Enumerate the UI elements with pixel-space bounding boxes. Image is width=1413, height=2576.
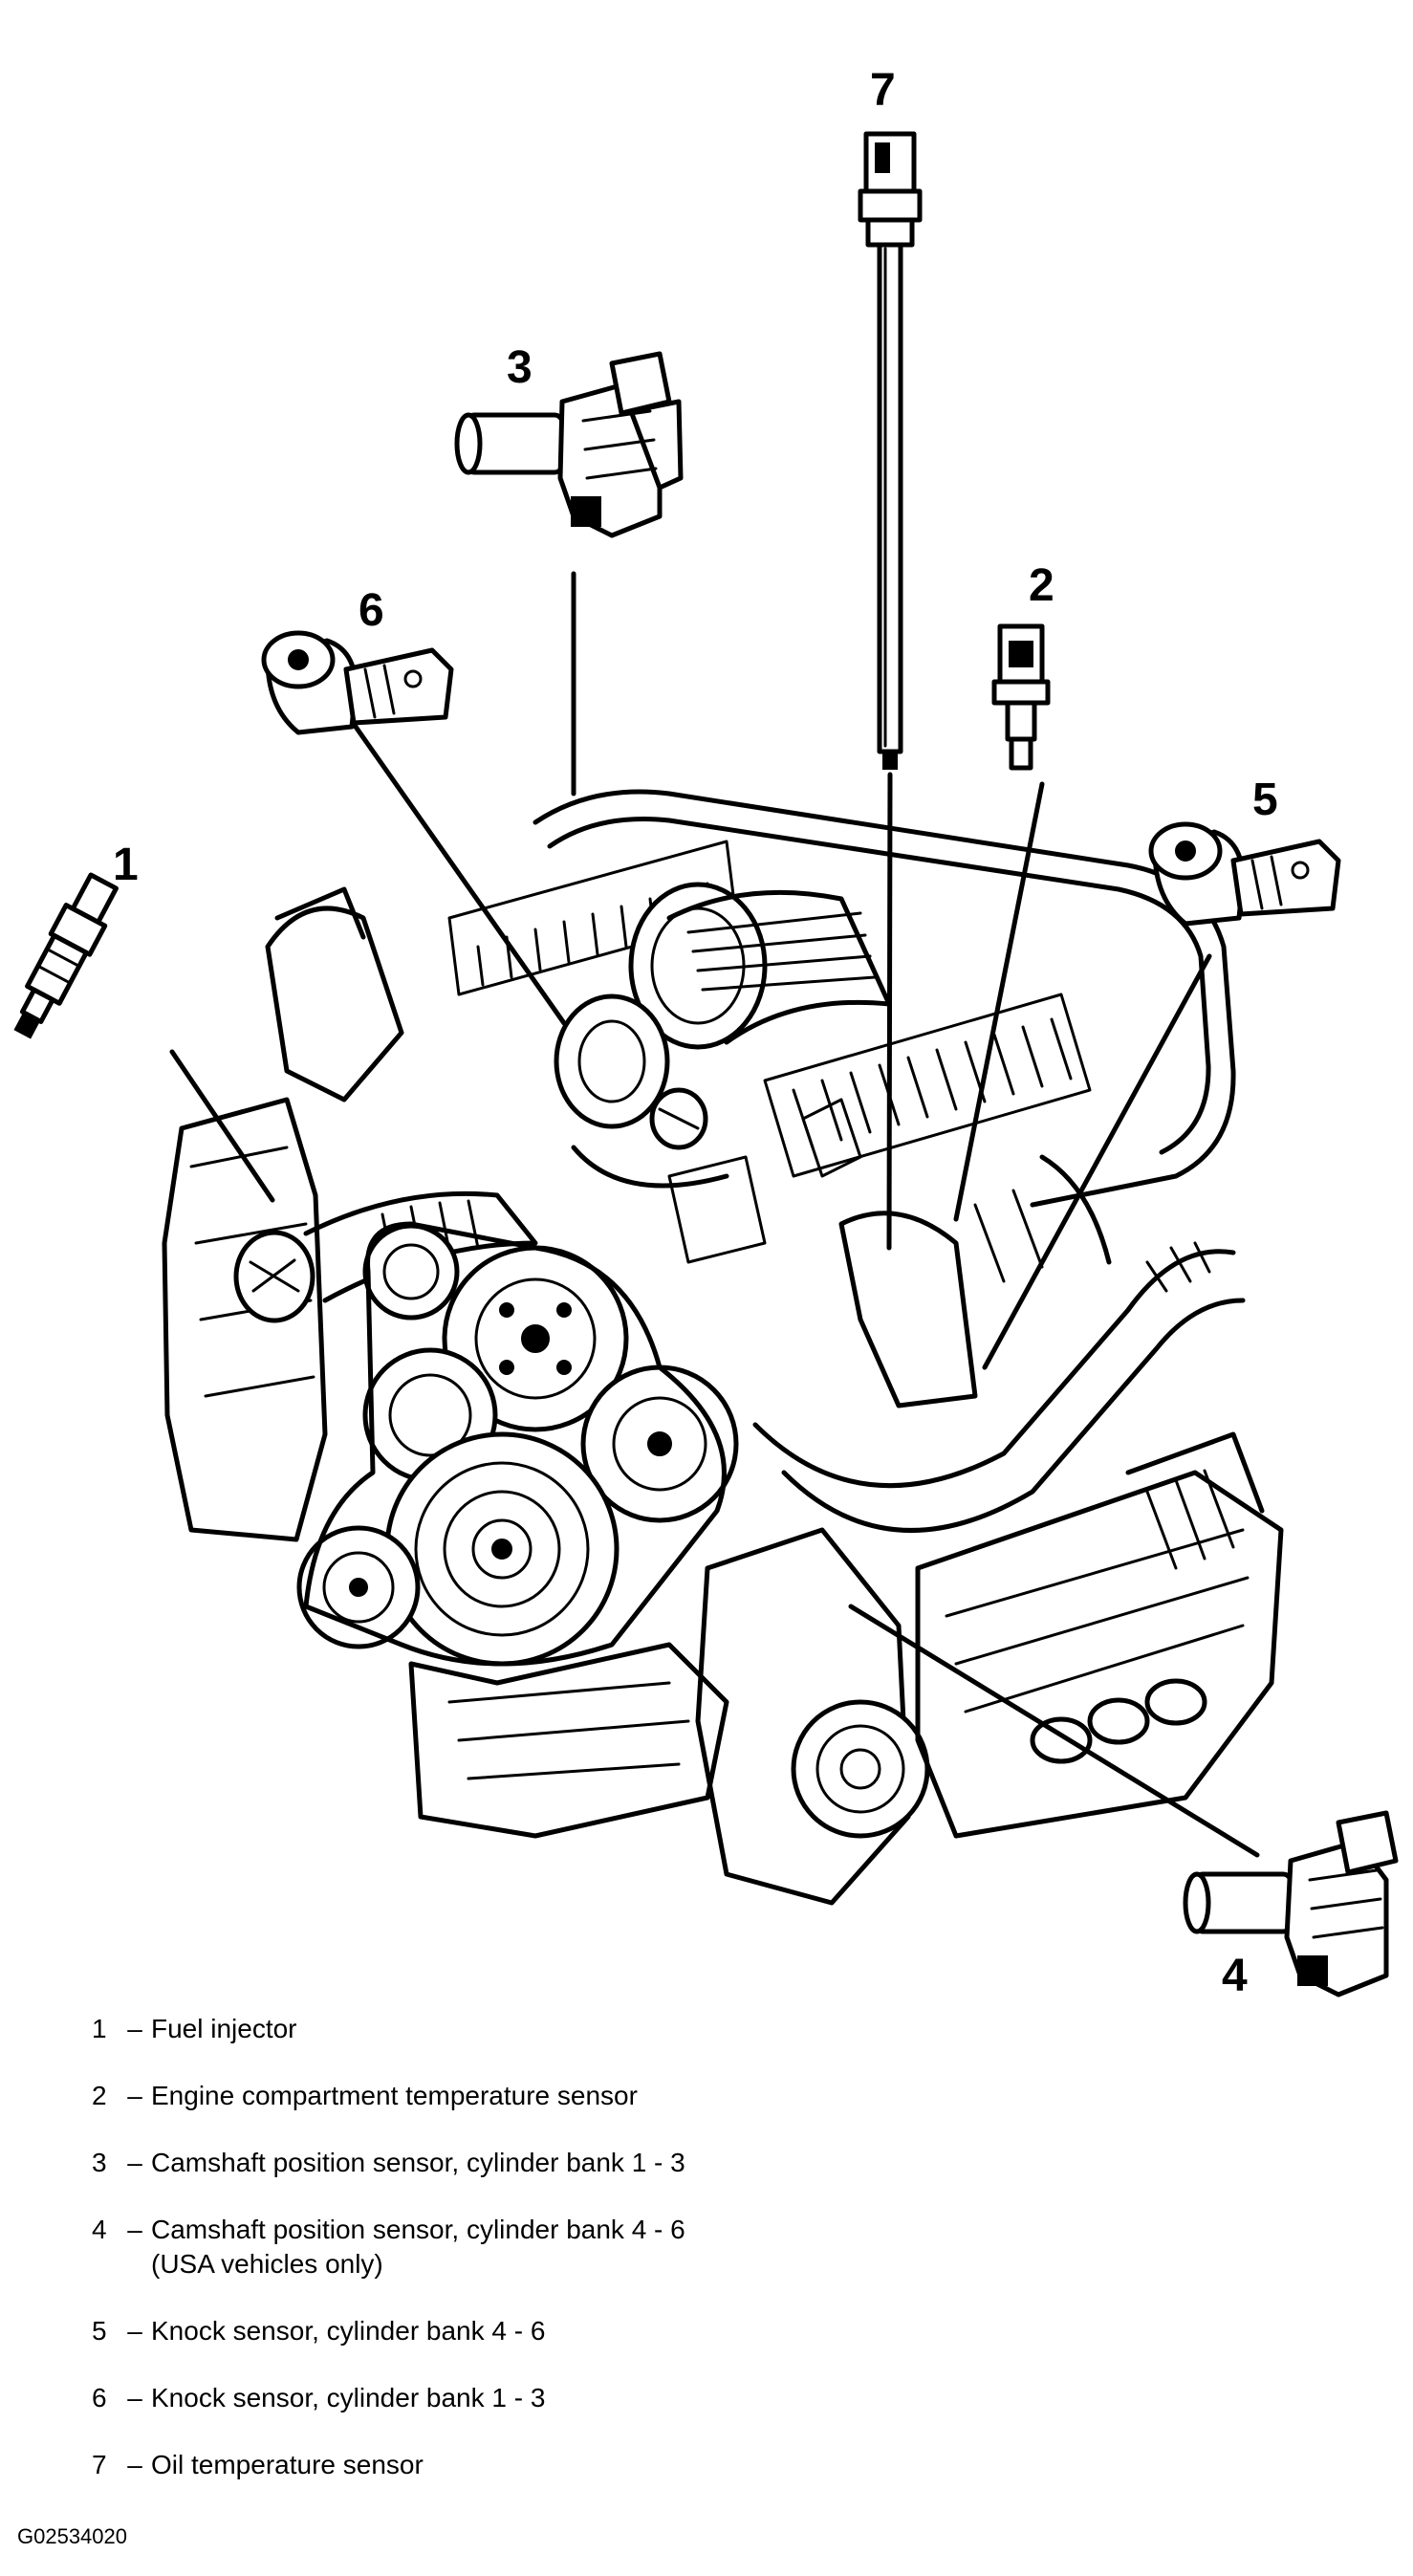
- legend-label: Knock sensor, cylinder bank 1 - 3: [151, 2383, 546, 2412]
- leader-2: [953, 781, 1045, 1222]
- callout-number-7: 7: [870, 65, 896, 116]
- legend-item-1: 1 – Fuel injector: [92, 2012, 685, 2046]
- engine-center-detail: [571, 1087, 1112, 1408]
- legend-number: 4: [92, 2215, 107, 2244]
- legend-dash: –: [127, 2450, 142, 2479]
- knock-sensor-4-6-drawing: [1148, 821, 1341, 927]
- leader-5: [982, 953, 1212, 1370]
- intake-tubes: [554, 882, 892, 1129]
- callout-number-3: 3: [507, 342, 533, 393]
- legend-dash: –: [127, 2383, 142, 2412]
- knock-sensor-1-3-drawing: [261, 630, 454, 735]
- legend-dash: –: [127, 2081, 142, 2110]
- leader-lines: [169, 571, 1260, 1858]
- camshaft-sensor-4-6-drawing: [1183, 1810, 1399, 1997]
- legend-label: Engine compartment temperature sensor: [151, 2081, 638, 2110]
- legend-label: Fuel injector: [151, 2014, 297, 2043]
- legend-label: Camshaft position sensor, cylinder bank …: [151, 2215, 685, 2279]
- leader-4: [848, 1604, 1260, 1858]
- legend-item-7: 7 – Oil temperature sensor: [92, 2448, 685, 2482]
- figure-id: G02534020: [17, 2524, 127, 2548]
- legend-number: 3: [92, 2148, 107, 2177]
- legend-label: Knock sensor, cylinder bank 4 - 6: [151, 2316, 546, 2346]
- callout-number-2: 2: [1029, 560, 1054, 611]
- fuel-injector-drawing: [13, 872, 119, 1039]
- legend-number: 6: [92, 2383, 107, 2412]
- parts-legend: 1 – Fuel injector 2 – Engine compartment…: [92, 2012, 685, 2515]
- oil-temperature-sensor-drawing: [858, 131, 923, 770]
- plenum-ribs-right: [763, 993, 1092, 1178]
- belt-pulleys: [296, 1221, 739, 1667]
- callout-number-1: 1: [113, 840, 139, 890]
- legend-item-5: 5 – Knock sensor, cylinder bank 4 - 6: [92, 2314, 685, 2348]
- legend-label: Camshaft position sensor, cylinder bank …: [151, 2148, 685, 2177]
- camshaft-sensor-1-3-drawing: [454, 351, 684, 538]
- leader-6: [353, 724, 567, 1026]
- legend-dash: –: [127, 2148, 142, 2177]
- legend-label: Oil temperature sensor: [151, 2450, 424, 2479]
- engine-right-side: [915, 1431, 1284, 1839]
- leader-1: [169, 1049, 275, 1203]
- legend-item-2: 2 – Engine compartment temperature senso…: [92, 2079, 685, 2113]
- legend-item-6: 6 – Knock sensor, cylinder bank 1 - 3: [92, 2381, 685, 2415]
- legend-dash: –: [127, 2014, 142, 2043]
- temperature-sensor-drawing: [991, 623, 1051, 771]
- legend-number: 5: [92, 2316, 107, 2346]
- legend-number: 1: [92, 2014, 107, 2043]
- leader-7: [886, 772, 893, 1251]
- engine-left-side: [162, 886, 538, 1542]
- legend-item-3: 3 – Camshaft position sensor, cylinder b…: [92, 2146, 685, 2180]
- legend-number: 2: [92, 2081, 107, 2110]
- coolant-pipe: [752, 1241, 1246, 1533]
- legend-number: 7: [92, 2450, 107, 2479]
- engine-illustration: [162, 789, 1284, 1906]
- callout-numbers: 1 2 3 4 5 6 7: [113, 65, 1278, 2001]
- callout-number-4: 4: [1222, 1951, 1248, 2001]
- legend-dash: –: [127, 2316, 142, 2346]
- callout-number-5: 5: [1252, 775, 1278, 825]
- legend-item-4: 4 – Camshaft position sensor, cylinder b…: [92, 2213, 685, 2281]
- legend-dash: –: [127, 2215, 142, 2244]
- callout-number-6: 6: [359, 585, 384, 636]
